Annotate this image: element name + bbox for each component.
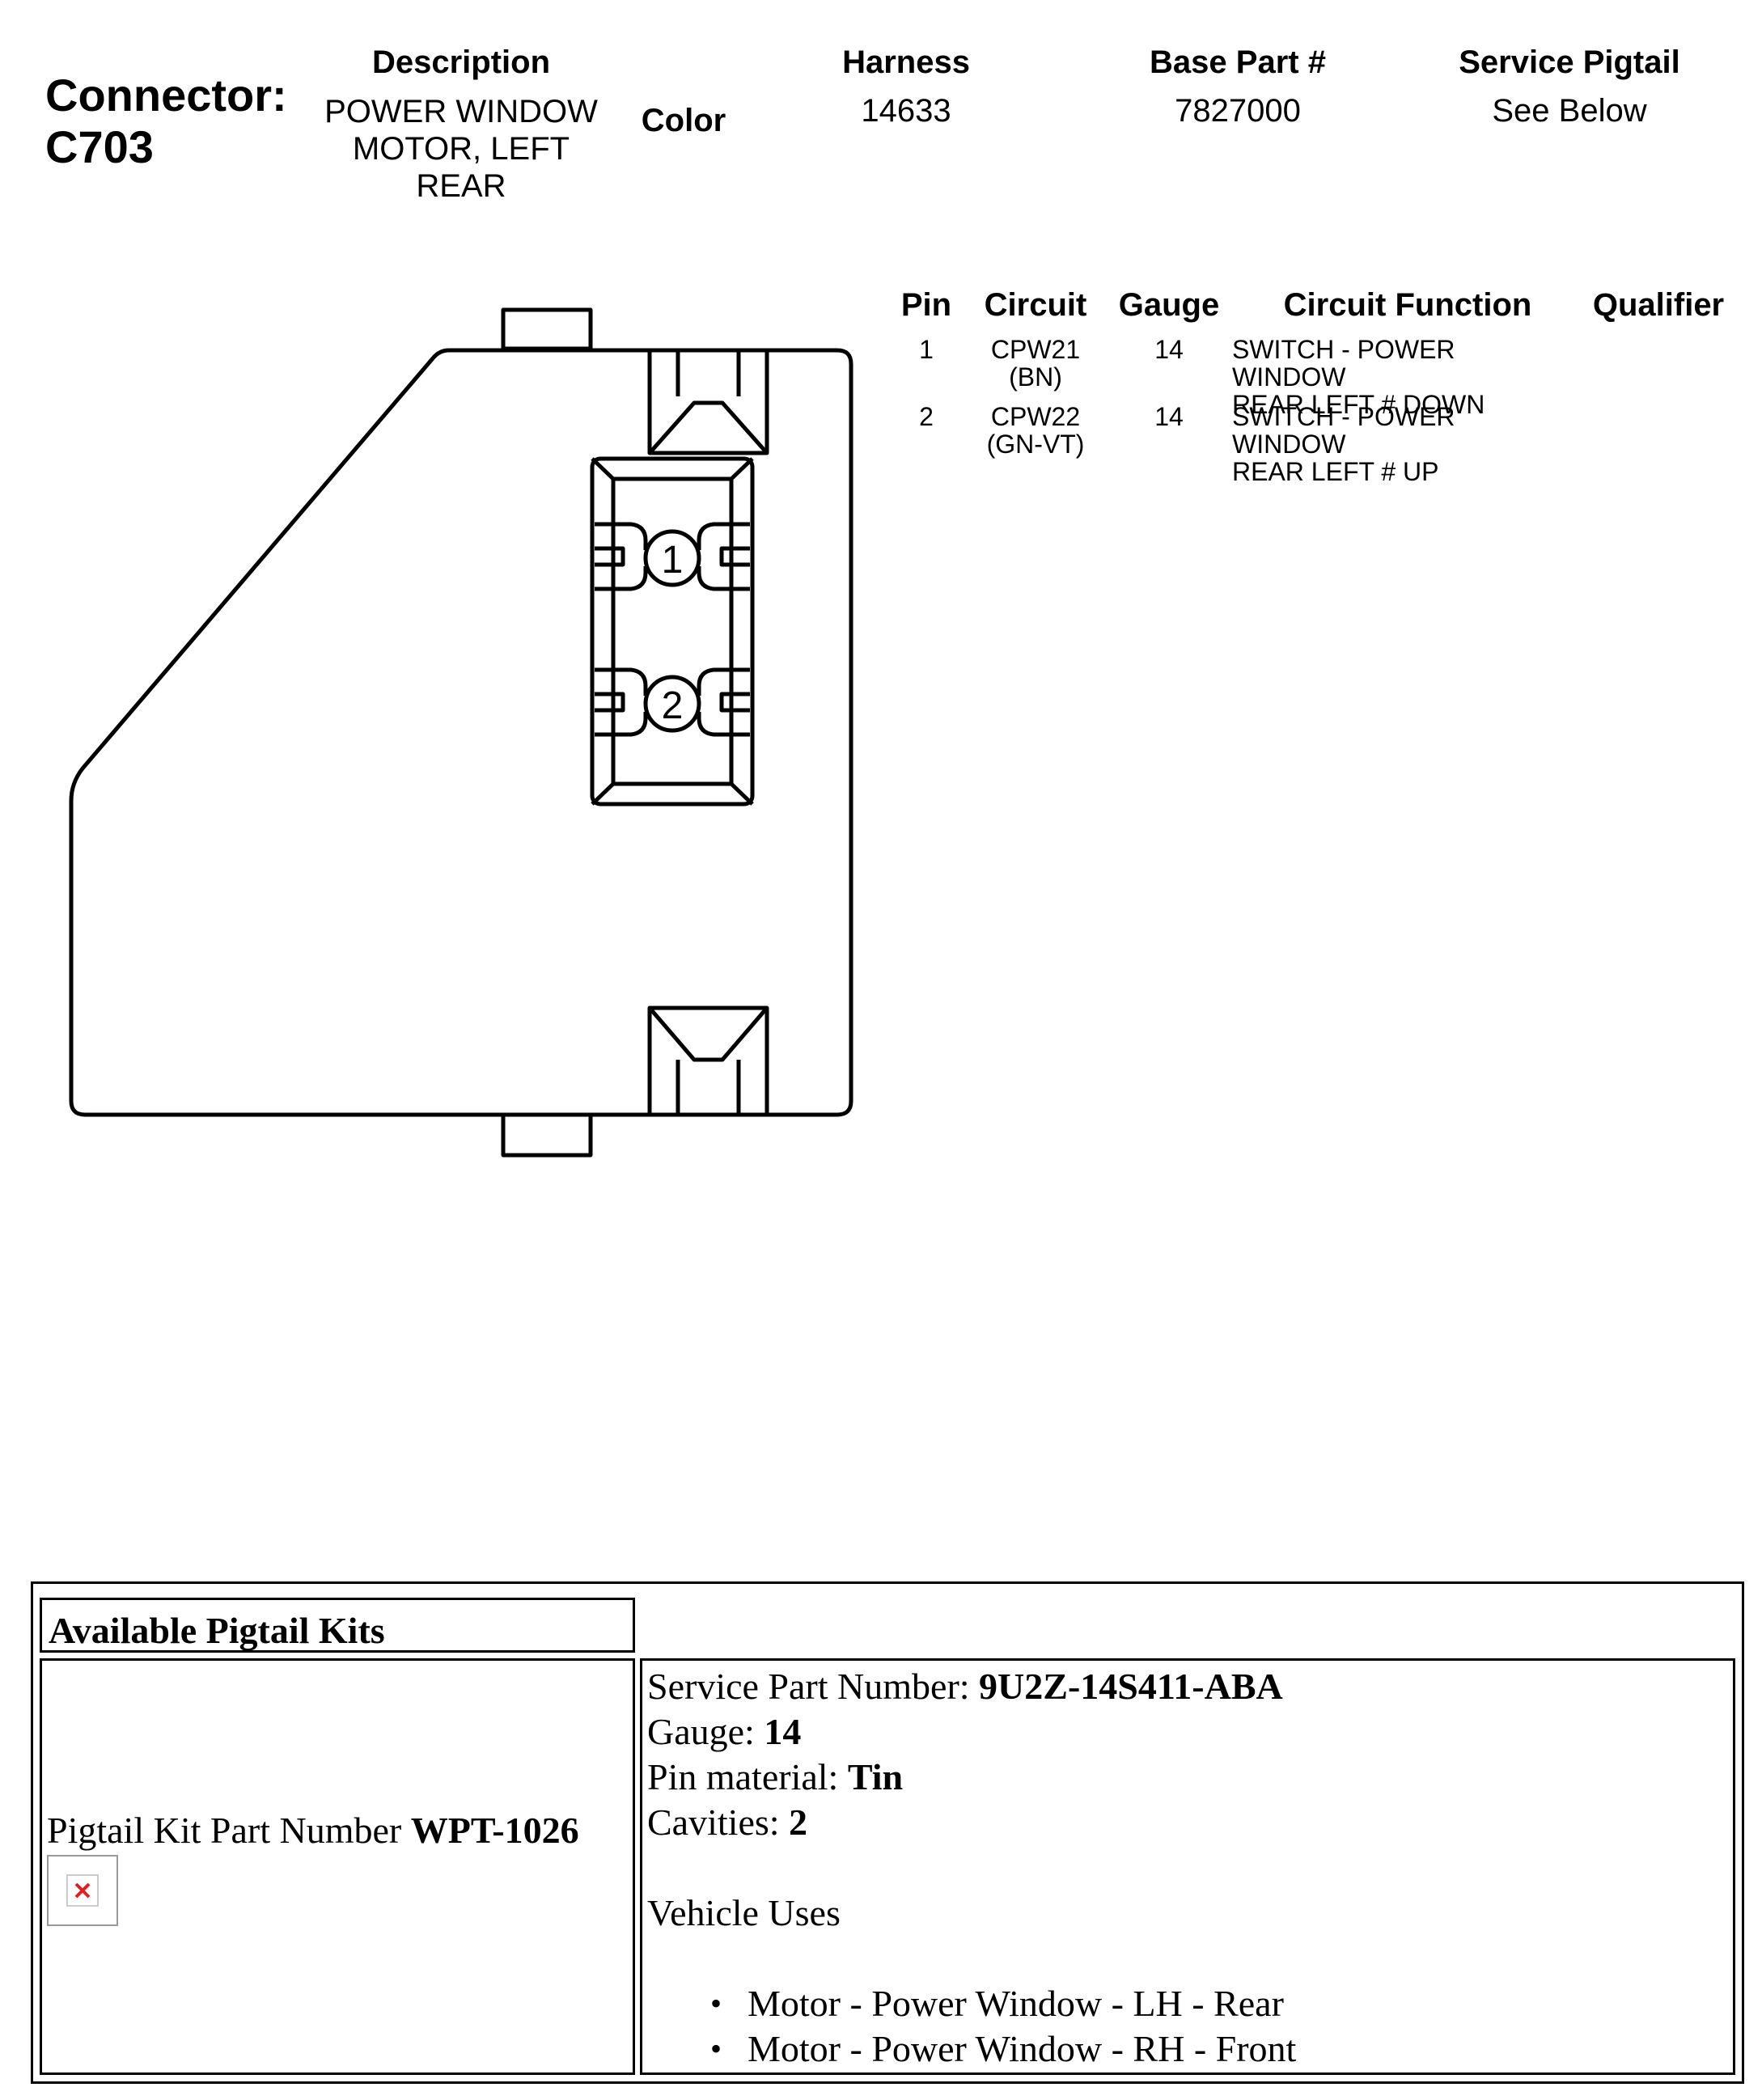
- service-pigtail-value: See Below: [1492, 93, 1647, 129]
- bottom-lock-ramp: [648, 1006, 769, 1062]
- pin-cell: 1: [919, 335, 934, 364]
- service-pigtail-label: Service Pigtail: [1459, 44, 1680, 80]
- bottom-lock-rails: [676, 1060, 741, 1115]
- pigtail-kits-title: Available Pigtail Kits: [49, 1610, 385, 1651]
- description-line: POWER WINDOW: [324, 94, 598, 129]
- description-label: Description: [371, 44, 551, 80]
- description-line: REAR: [416, 168, 506, 204]
- top-lock-rails: [676, 350, 741, 396]
- pigtail-kits-table: [31, 1581, 1744, 2084]
- terminal-1-right: [697, 522, 750, 591]
- function-line: REAR LEFT # DOWN: [1232, 390, 1485, 419]
- pin-1-label: 1: [662, 539, 684, 582]
- base-part-value: 7827000: [1175, 93, 1301, 129]
- vehicle-uses-label: Vehicle Uses: [647, 1892, 841, 1933]
- terminal-1-left: [595, 522, 648, 591]
- top-lock-ramp: [648, 400, 769, 455]
- kit-number-cell: Pigtail Kit Part Number WPT-1026: [40, 1658, 635, 2075]
- pin-2-label: 2: [662, 684, 684, 727]
- function-cell: SWITCH - POWER WINDOW REAR LEFT # UP: [1232, 403, 1572, 485]
- connector-id: C703: [45, 121, 154, 172]
- cavities-label: Cavities:: [647, 1802, 780, 1843]
- list-item: Motor - Power Window - RH - Front: [647, 2026, 1699, 2072]
- pin-material-label: Pin material:: [647, 1756, 839, 1797]
- pin-material-value: Tin: [847, 1756, 904, 1797]
- service-part-details-cell: Service Part Number: 9U2Z-14S411-ABA Gau…: [640, 1658, 1735, 2075]
- top-tab: [501, 307, 593, 351]
- circuit-cell: CPW22 (GN-VT): [971, 403, 1100, 458]
- color-label: Color: [641, 103, 726, 138]
- service-part-line: Service Part Number: 9U2Z-14S411-ABA: [647, 1664, 1283, 1709]
- pin-2-circle: [643, 675, 701, 733]
- cavity-block-outer: [590, 456, 755, 807]
- broken-image-icon: [47, 1855, 118, 1926]
- harness-value: 14633: [861, 93, 951, 129]
- bottom-tab: [501, 1112, 593, 1158]
- gauge-cell: 14: [1154, 335, 1184, 364]
- cavities-value: 2: [789, 1802, 808, 1843]
- circuit-code: CPW21: [990, 335, 1081, 364]
- vehicle-uses-list: Motor - Power Window - LH - Rear Motor -…: [647, 1981, 1699, 2072]
- description-value: POWER WINDOW MOTOR, LEFT REAR: [299, 93, 623, 205]
- connector-label: Connector:: [45, 70, 287, 121]
- terminal-2-right: [697, 667, 750, 737]
- terminal-2-left: [595, 667, 648, 737]
- pin-material-line: Pin material: Tin: [647, 1755, 903, 1800]
- pin-cell: 2: [919, 402, 934, 431]
- connector-face-diagram: 1 2: [69, 307, 853, 1158]
- circuit-color: (GN-VT): [986, 430, 1085, 459]
- gauge-line: Gauge: 14: [647, 1709, 801, 1755]
- gauge-label: Gauge:: [647, 1711, 755, 1752]
- circuit-color: (BN): [1009, 362, 1062, 392]
- circuit-col-header: Circuit: [984, 287, 1087, 323]
- description-line: MOTOR, LEFT: [352, 131, 570, 167]
- service-part-value: 9U2Z-14S411-ABA: [979, 1666, 1283, 1707]
- function-line: SWITCH - POWER WINDOW: [1232, 402, 1455, 459]
- gauge-col-header: Gauge: [1118, 287, 1220, 323]
- cavity-bevels: [591, 457, 754, 806]
- connector-title: Connector: C703: [45, 70, 287, 173]
- gauge-cell: 14: [1154, 402, 1184, 431]
- gauge-value: 14: [764, 1711, 802, 1752]
- service-part-label: Service Part Number:: [647, 1666, 970, 1707]
- cavities-line: Cavities: 2: [647, 1800, 807, 1845]
- terminal-1-contacts: [595, 546, 750, 567]
- list-item: Motor - Power Window - LH - Rear: [647, 1981, 1699, 2026]
- harness-label: Harness: [842, 44, 970, 80]
- function-col-header: Circuit Function: [1283, 287, 1532, 323]
- kit-number-line: Pigtail Kit Part Number WPT-1026: [47, 1808, 579, 1853]
- terminal-2-contacts: [595, 692, 750, 713]
- qualifier-col-header: Qualifier: [1592, 287, 1725, 323]
- kit-number-label: Pigtail Kit Part Number: [47, 1810, 402, 1851]
- base-part-label: Base Part #: [1150, 44, 1326, 80]
- bottom-lock-slot: [647, 1006, 769, 1115]
- top-lock-slot: [647, 350, 769, 455]
- function-line: REAR LEFT # UP: [1232, 457, 1439, 486]
- function-line: SWITCH - POWER WINDOW: [1232, 335, 1455, 392]
- function-cell: SWITCH - POWER WINDOW REAR LEFT # DOWN: [1232, 336, 1572, 418]
- cavity-block-inner: [611, 476, 734, 786]
- circuit-code: CPW22: [990, 402, 1081, 431]
- pin-1-circle: [643, 529, 701, 587]
- circuit-cell: CPW21 (BN): [971, 336, 1100, 391]
- kit-number-value: WPT-1026: [410, 1810, 579, 1851]
- pin-col-header: Pin: [900, 287, 952, 323]
- pigtail-kits-header-cell: Available Pigtail Kits: [40, 1598, 635, 1653]
